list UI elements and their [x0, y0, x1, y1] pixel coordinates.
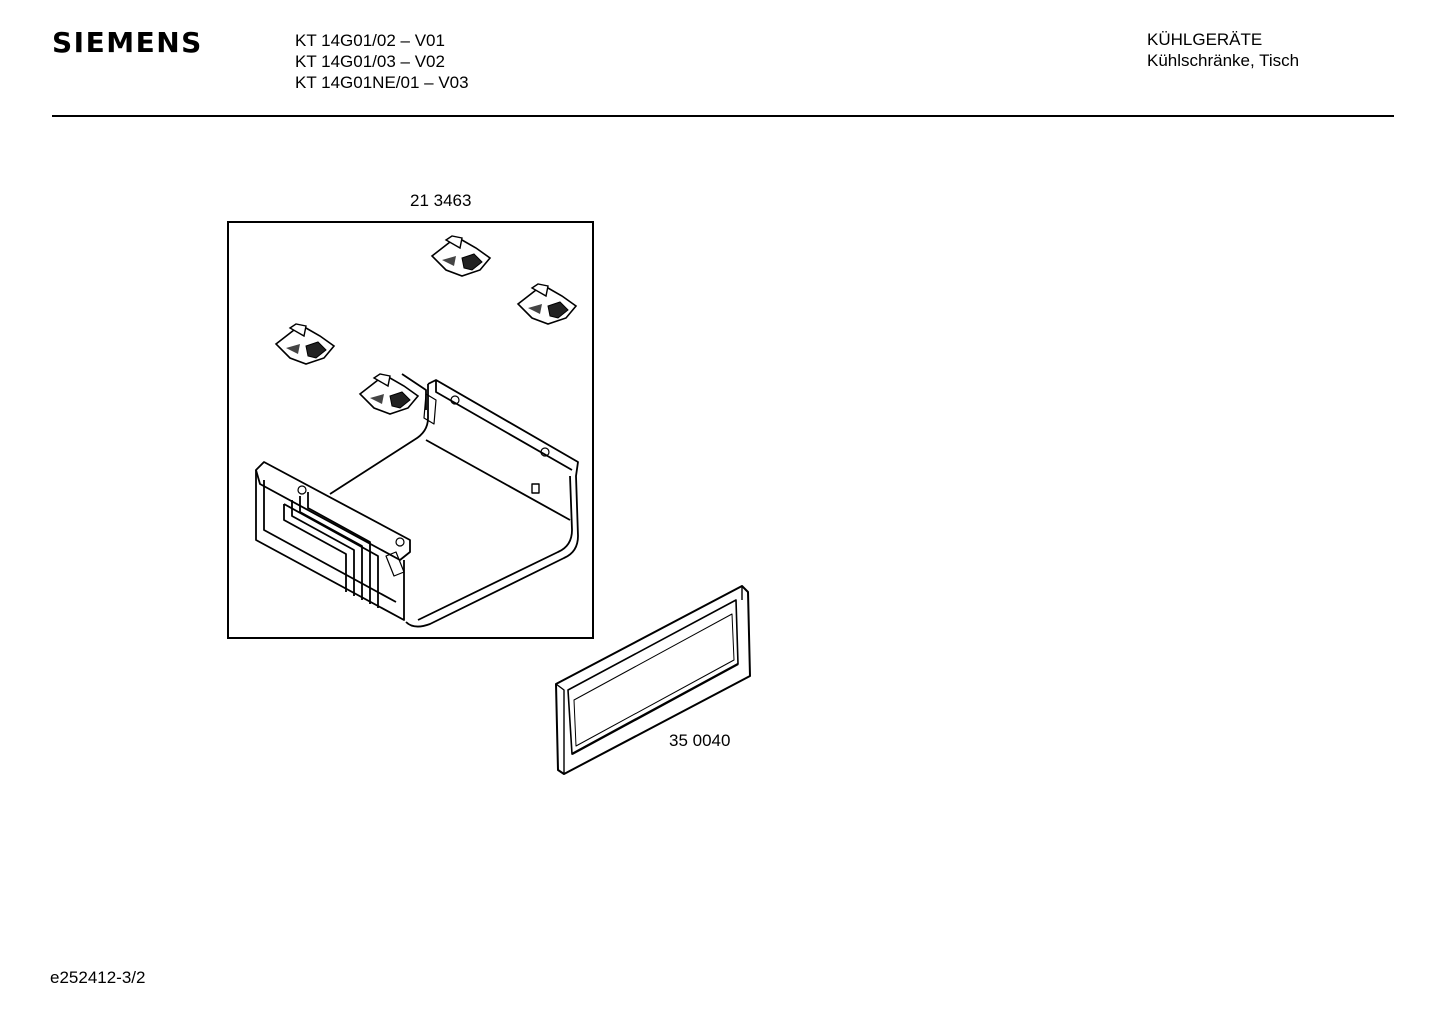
drawer-front-frame	[555, 585, 751, 775]
header-divider	[52, 115, 1394, 117]
category-title: KÜHLGERÄTE	[1147, 30, 1263, 49]
brand-logo: SIEMENS	[52, 26, 203, 59]
part-group-frame	[227, 221, 594, 639]
model-line: KT 14G01/02 – V01	[295, 31, 445, 50]
part-number-label: 21 3463	[410, 191, 472, 210]
shelf-clip	[358, 373, 420, 415]
category-block: KÜHLGERÄTE Kühlschränke, Tisch	[1147, 29, 1299, 71]
shelf-clip	[274, 323, 336, 365]
model-list: KT 14G01/02 – V01 KT 14G01/03 – V02 KT 1…	[295, 30, 469, 93]
crisper-drawer	[255, 373, 579, 628]
model-line: KT 14G01NE/01 – V03	[295, 73, 469, 92]
model-line: KT 14G01/03 – V02	[295, 52, 445, 71]
part-number-label: 35 0040	[669, 731, 731, 750]
shelf-clip	[516, 283, 578, 325]
shelf-clip	[430, 235, 492, 277]
document-code: e252412-3/2	[50, 968, 146, 987]
category-subtitle: Kühlschränke, Tisch	[1147, 51, 1300, 70]
